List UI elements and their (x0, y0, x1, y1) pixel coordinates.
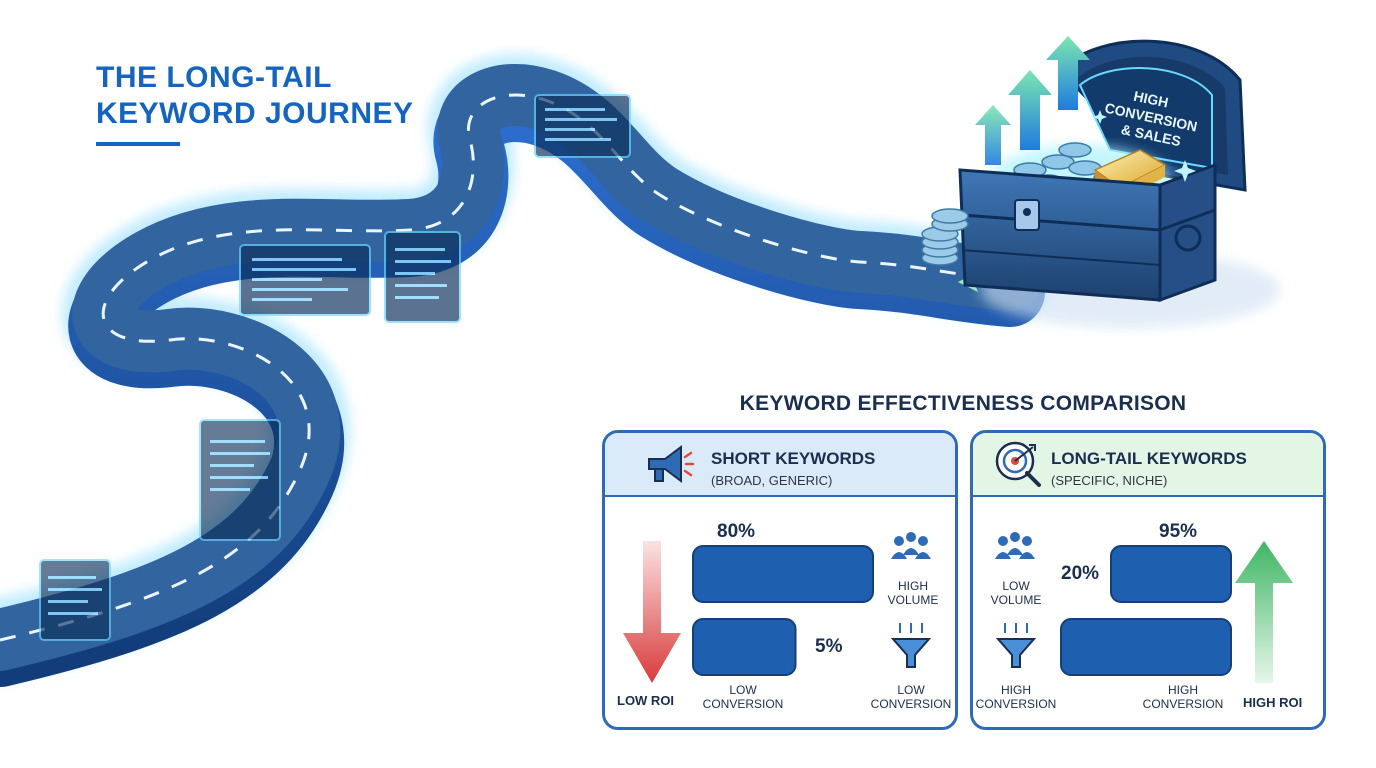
rising-arrows (975, 36, 1090, 165)
funnel-icon (995, 623, 1037, 668)
page-title: THE LONG-TAIL KEYWORD JOURNEY (96, 60, 414, 132)
long-conversion-pct: 95% (1159, 521, 1198, 542)
people-icon (995, 532, 1035, 559)
short-conversion-right-line2: CONVERSION (870, 697, 952, 711)
short-keywords-subtitle: (BROAD, GENERIC) (711, 473, 833, 488)
short-conversion-bar (692, 618, 797, 676)
short-volume-pct: 80% (717, 521, 756, 542)
long-conversion-right-line2: CONVERSION (1142, 697, 1224, 711)
long-volume-label-line1: LOW (1002, 579, 1030, 593)
short-keywords-panel: SHORT KEYWORDS (BROAD, GENERIC) 80% 5% H… (602, 430, 958, 730)
long-roi-label: HIGH ROI (1243, 695, 1303, 710)
sparkles (1093, 110, 1196, 182)
winding-road (0, 54, 1051, 687)
long-volume-label-line2: VOLUME (990, 593, 1042, 607)
page-title-line1: THE LONG-TAIL (96, 61, 332, 94)
short-keywords-title: SHORT KEYWORDS (711, 449, 876, 468)
long-conversion-right-line1: HIGH (1168, 683, 1198, 697)
short-conversion-right-line1: LOW (897, 683, 925, 697)
short-roi-label: LOW ROI (617, 693, 675, 708)
short-conversion-pct: 5% (815, 636, 843, 657)
page-title-line2: KEYWORD JOURNEY (96, 97, 414, 130)
short-volume-bar (692, 545, 874, 603)
funnel-icon (890, 623, 932, 668)
coin-stack-icon (921, 208, 969, 266)
short-volume-label: HIGH VOLUME (873, 579, 953, 607)
long-tail-keywords-title: LONG-TAIL KEYWORDS (1051, 449, 1247, 468)
people-icon (891, 532, 931, 559)
long-volume-bar (1110, 545, 1232, 603)
short-keywords-chart (623, 532, 932, 683)
chest-screen-line1: HIGH (1132, 88, 1170, 111)
treasure-chest-icon: HIGH CONVERSION & SALES (958, 39, 1247, 303)
down-arrow-icon (623, 541, 681, 683)
long-conversion-left-label: HIGH CONVERSION (973, 683, 1059, 711)
long-tail-keywords-panel: LONG-TAIL KEYWORDS (SPECIFIC, NICHE) 20%… (970, 430, 1326, 730)
short-conversion-right-label: LOW CONVERSION (863, 683, 955, 711)
long-conversion-bar (1060, 618, 1232, 676)
short-volume-label-line2: VOLUME (887, 593, 939, 607)
short-conversion-left-line2: CONVERSION (702, 697, 784, 711)
long-volume-pct: 20% (1061, 563, 1100, 584)
long-tail-keywords-header: LONG-TAIL KEYWORDS (SPECIFIC, NICHE) (973, 433, 1323, 497)
megaphone-icon (648, 445, 695, 483)
short-keywords-header: SHORT KEYWORDS (BROAD, GENERIC) (605, 433, 955, 497)
long-tail-keywords-chart (995, 532, 1293, 683)
search-result-panels (39, 94, 631, 641)
long-conversion-left-line2: CONVERSION (975, 697, 1057, 711)
short-conversion-left-line1: LOW (729, 683, 757, 697)
up-arrow-icon (1235, 541, 1293, 683)
long-conversion-right-label: HIGH CONVERSION (1133, 683, 1233, 711)
short-volume-label-line1: HIGH (898, 579, 928, 593)
short-conversion-left-label: LOW CONVERSION (693, 683, 793, 711)
long-tail-keywords-subtitle: (SPECIFIC, NICHE) (1051, 473, 1168, 488)
title-underline (96, 142, 180, 146)
target-icon (995, 441, 1041, 487)
long-conversion-left-line1: HIGH (1001, 683, 1031, 697)
comparison-heading: KEYWORD EFFECTIVENESS COMPARISON (739, 392, 1187, 415)
long-volume-label: LOW VOLUME (973, 579, 1059, 607)
